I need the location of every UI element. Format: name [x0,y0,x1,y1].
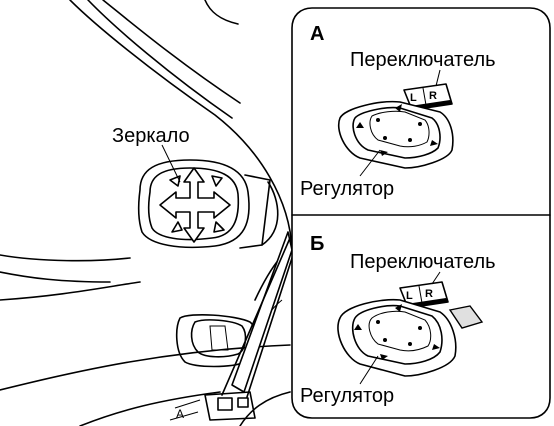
armrest-switch-rect [217,397,233,411]
panel-a-letter: А [310,23,324,45]
panel-a-key-l: L [410,92,417,104]
panel-a-regulator-leader [359,149,381,177]
svg-text:A: A [176,407,184,421]
mirror-direction-arrows-icon [159,167,231,243]
panel-b-regulator-leader [359,355,379,385]
panel-b-regulator-pad [337,298,457,377]
panel-a: А Переключатель L R Регулятор [300,23,496,200]
panel-a-switch-label: Переключатель [350,49,496,71]
panel-b: Б Переключатель L R Регулятор [300,233,496,407]
panel-b-extra-button [448,305,484,329]
panel-a-regulator-label: Регулятор [300,178,394,200]
mirror-leader-line [161,144,181,183]
mirror-label: Зеркало [112,125,190,147]
panel-a-switch-leader [435,69,441,87]
armrest-switch-area: A [169,391,256,421]
panel-b-switch-leader [431,271,441,285]
panel-a-regulator-pad [338,100,454,169]
panel-b-letter: Б [310,233,324,255]
panel-b-key-r: R [425,288,433,300]
panel-b-switch-label: Переключатель [350,251,496,273]
armrest-switch-small-rect [237,397,249,408]
panel-b-regulator-label: Регулятор [300,385,394,407]
panel-b-key-l: L [406,290,413,302]
panel-a-key-r: R [429,90,437,102]
